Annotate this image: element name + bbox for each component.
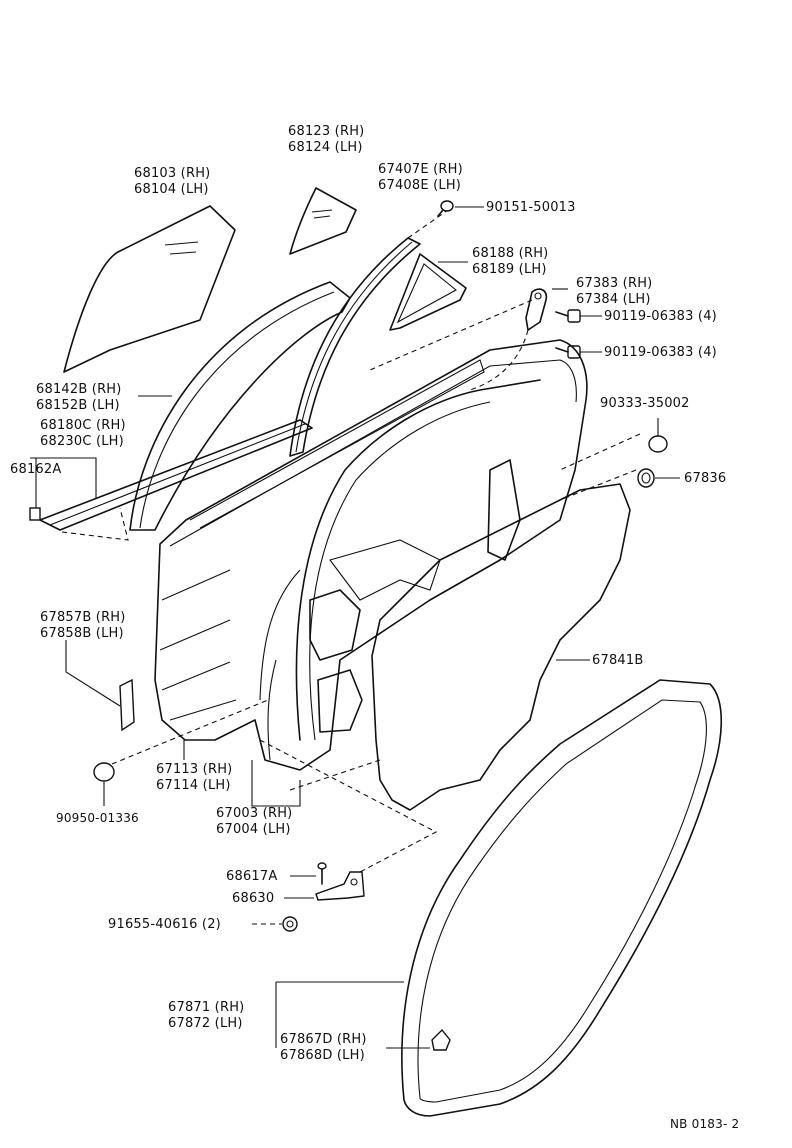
label-bolt1: 90119-06383 (4)	[604, 309, 717, 324]
label-belt: 68180C (RH) 68230C (LH)	[40, 418, 126, 450]
service-hole-cover	[371, 483, 631, 811]
bolt-icon-2	[555, 345, 581, 359]
door-check-icon	[315, 871, 365, 901]
plug-icon	[93, 762, 115, 782]
label-line: 67872 (LH)	[168, 1016, 243, 1031]
label-cover-strip: 67857B (RH) 67858B (LH)	[40, 610, 126, 642]
label-run: 68142B (RH) 68152B (LH)	[36, 382, 122, 414]
label-ws-clip: 67867D (RH) 67868D (LH)	[280, 1032, 367, 1064]
glass-run	[129, 281, 351, 531]
quarter-glass	[289, 187, 357, 255]
door-glass	[63, 205, 236, 373]
label-line: 68189 (LH)	[472, 262, 547, 277]
grommet-icon	[637, 468, 655, 488]
label-grommet: 67836	[684, 471, 727, 486]
diagram-id: NB 0183- 2	[670, 1117, 740, 1131]
label-line: 68180C (RH)	[40, 418, 126, 433]
quarter-weatherstrip	[389, 253, 467, 331]
window-frame	[289, 237, 421, 457]
label-glass-front: 68103 (RH) 68104 (LH)	[134, 166, 210, 198]
label-line: 67384 (LH)	[576, 292, 651, 307]
ws-clip-icon	[431, 1028, 451, 1051]
label-line: 67408E (LH)	[378, 178, 462, 193]
label-line: 67871 (RH)	[168, 1000, 245, 1015]
label-line: 68152B (LH)	[36, 398, 120, 413]
nut-icon	[282, 916, 298, 932]
hole-plug-icon	[648, 435, 668, 453]
clip-icon	[29, 507, 41, 521]
label-line: 67868D (LH)	[280, 1048, 365, 1063]
label-frame: 67407E (RH) 67408E (LH)	[378, 162, 463, 194]
label-line: 68142B (RH)	[36, 382, 122, 397]
bolt-icon-1	[555, 309, 581, 323]
screw-icon	[437, 200, 454, 217]
belt-moulding	[39, 419, 313, 531]
label-line: 67407E (RH)	[378, 162, 463, 177]
label-line: 68123 (RH)	[288, 124, 365, 139]
label-clip: 68162A	[10, 462, 62, 477]
label-screw: 90151-50013	[486, 200, 576, 215]
label-line: 67858B (LH)	[40, 626, 124, 641]
label-line: 67383 (RH)	[576, 276, 653, 291]
label-line: 68188 (RH)	[472, 246, 549, 261]
label-line: 68104 (LH)	[134, 182, 209, 197]
label-line: 68124 (LH)	[288, 140, 363, 155]
label-hole-plug: 90333-35002	[600, 396, 690, 411]
label-check: 68630	[232, 891, 275, 906]
label-weatherstrip: 67871 (RH) 67872 (LH)	[168, 1000, 244, 1032]
label-quarter-glass: 68123 (RH) 68124 (LH)	[288, 124, 364, 156]
label-line: 68230C (LH)	[40, 434, 124, 449]
door-weatherstrip	[401, 679, 723, 1117]
label-service-cover: 67841B	[592, 653, 644, 668]
stopper-pin-icon	[317, 862, 327, 885]
label-line: 67114 (LH)	[156, 778, 231, 793]
label-line: 67113 (RH)	[156, 762, 233, 777]
label-line: 68103 (RH)	[134, 166, 211, 181]
label-nut: 91655-40616 (2)	[108, 917, 221, 932]
label-line: 67867D (RH)	[280, 1032, 367, 1047]
label-stopper-pin: 68617A	[226, 869, 278, 884]
label-bracket: 67383 (RH) 67384 (LH)	[576, 276, 652, 308]
door-panel	[154, 339, 588, 771]
label-line: 67857B (RH)	[40, 610, 126, 625]
bracket-icon	[525, 288, 548, 331]
label-line: 67003 (RH)	[216, 806, 293, 821]
label-quarter-weather: 68188 (RH) 68189 (LH)	[472, 246, 548, 278]
label-panel-sub: 67113 (RH) 67114 (LH)	[156, 762, 232, 794]
label-line: 67004 (LH)	[216, 822, 291, 837]
cover-strip-icon	[119, 678, 135, 732]
label-plug: 90950-01336	[56, 811, 139, 825]
label-door-panel: 67003 (RH) 67004 (LH)	[216, 806, 292, 838]
label-bolt2: 90119-06383 (4)	[604, 345, 717, 360]
